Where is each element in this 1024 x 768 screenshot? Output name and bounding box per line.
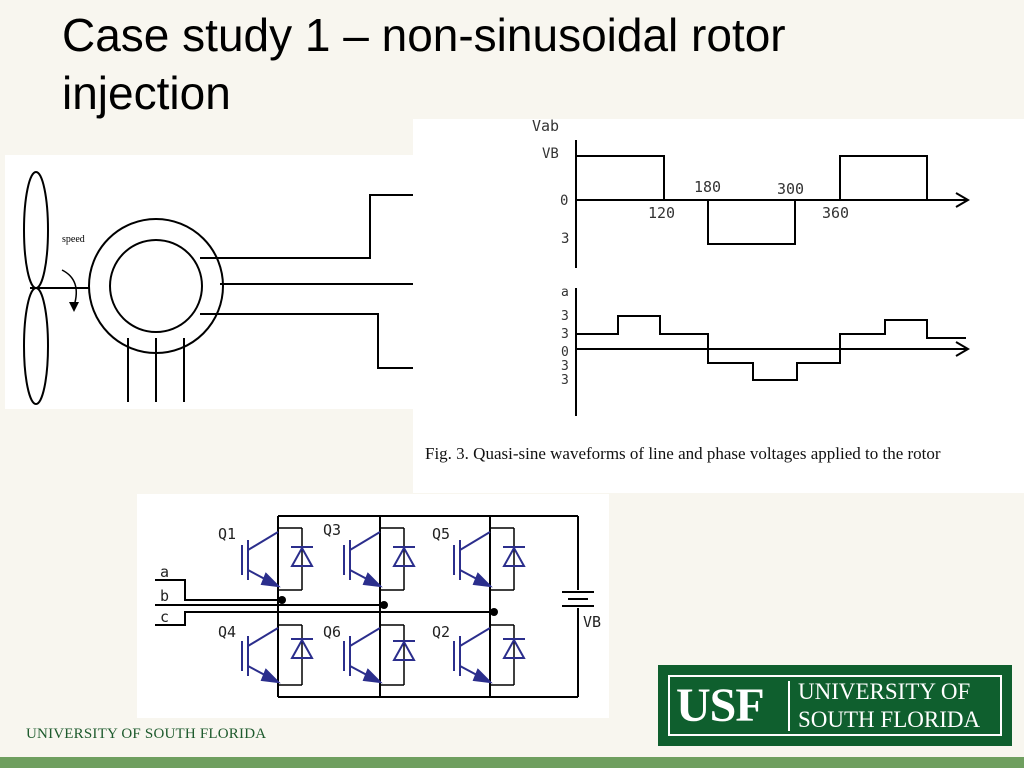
diode-icon [392, 639, 416, 661]
phase-b-label: b [160, 587, 169, 605]
phase-voltage-waveform [576, 315, 966, 381]
rotation-arrow-icon [61, 269, 77, 307]
igbt-q4-icon [241, 627, 281, 684]
battery-label: VB [583, 613, 601, 631]
switch-label-q2: Q2 [432, 623, 450, 641]
igbt-q2-icon [453, 627, 493, 684]
igbt-q5-icon [453, 531, 493, 588]
rotor [109, 239, 203, 333]
logo-line2: SOUTH FLORIDA [798, 707, 981, 732]
diode-icon [502, 637, 526, 659]
svg-text:0: 0 [560, 193, 568, 209]
slide-title-line1: Case study 1 – non-sinusoidal rotor [62, 9, 786, 61]
phase-a-wire [155, 579, 278, 601]
svg-text:3: 3 [561, 373, 569, 388]
usf-logo: USF UNIVERSITY OF SOUTH FLORIDA [658, 665, 1012, 746]
angle-label-360: 360 [822, 204, 849, 222]
line-voltage-waveform [576, 155, 928, 245]
phase-a-label: a [160, 563, 169, 581]
svg-text:3: 3 [561, 359, 569, 374]
inverter-leg-1 [277, 516, 303, 697]
switch-label-q3: Q3 [323, 521, 341, 539]
svg-text:3: 3 [561, 327, 569, 342]
vab-axis-label: Vab [532, 117, 559, 135]
svg-text:3: 3 [561, 231, 569, 247]
logo-line1: UNIVERSITY OF [798, 679, 971, 704]
footer-university: UNIVERSITY OF SOUTH FLORIDA [26, 726, 267, 742]
inverter-leg-2 [379, 516, 405, 697]
phase-c-label: c [160, 608, 169, 626]
diode-icon [502, 545, 526, 567]
igbt-q1-icon [241, 531, 281, 588]
switch-label-q5: Q5 [432, 525, 450, 543]
footer-bar [0, 757, 1024, 768]
phase-c-wire [155, 611, 490, 626]
switch-label-q1: Q1 [218, 525, 236, 543]
figure-caption: Fig. 3. Quasi-sine waveforms of line and… [425, 444, 941, 463]
switch-label-q4: Q4 [218, 623, 236, 641]
diode-icon [290, 545, 314, 567]
angle-label-300: 300 [777, 180, 804, 198]
vb-level-label: VB [542, 146, 559, 162]
igbt-q3-icon [343, 531, 383, 588]
angle-label-120: 120 [648, 204, 675, 222]
igbt-q6-icon [343, 627, 383, 684]
switch-label-q6: Q6 [323, 623, 341, 641]
slide-title: Case study 1 – non-sinusoidal rotor inje… [62, 6, 962, 122]
inverter-leg-3 [489, 516, 515, 697]
svg-text:3: 3 [561, 309, 569, 324]
phase-axis-label: a [561, 285, 569, 300]
logo-divider [788, 681, 790, 731]
svg-text:0: 0 [561, 345, 569, 360]
slide-title-line2: injection [62, 67, 231, 119]
speed-label: speed [62, 234, 85, 245]
waveform-figure [413, 119, 1024, 493]
angle-label-180: 180 [694, 178, 721, 196]
logo-abbr: USF [676, 679, 765, 732]
diode-icon [290, 637, 314, 659]
diode-icon [392, 545, 416, 567]
